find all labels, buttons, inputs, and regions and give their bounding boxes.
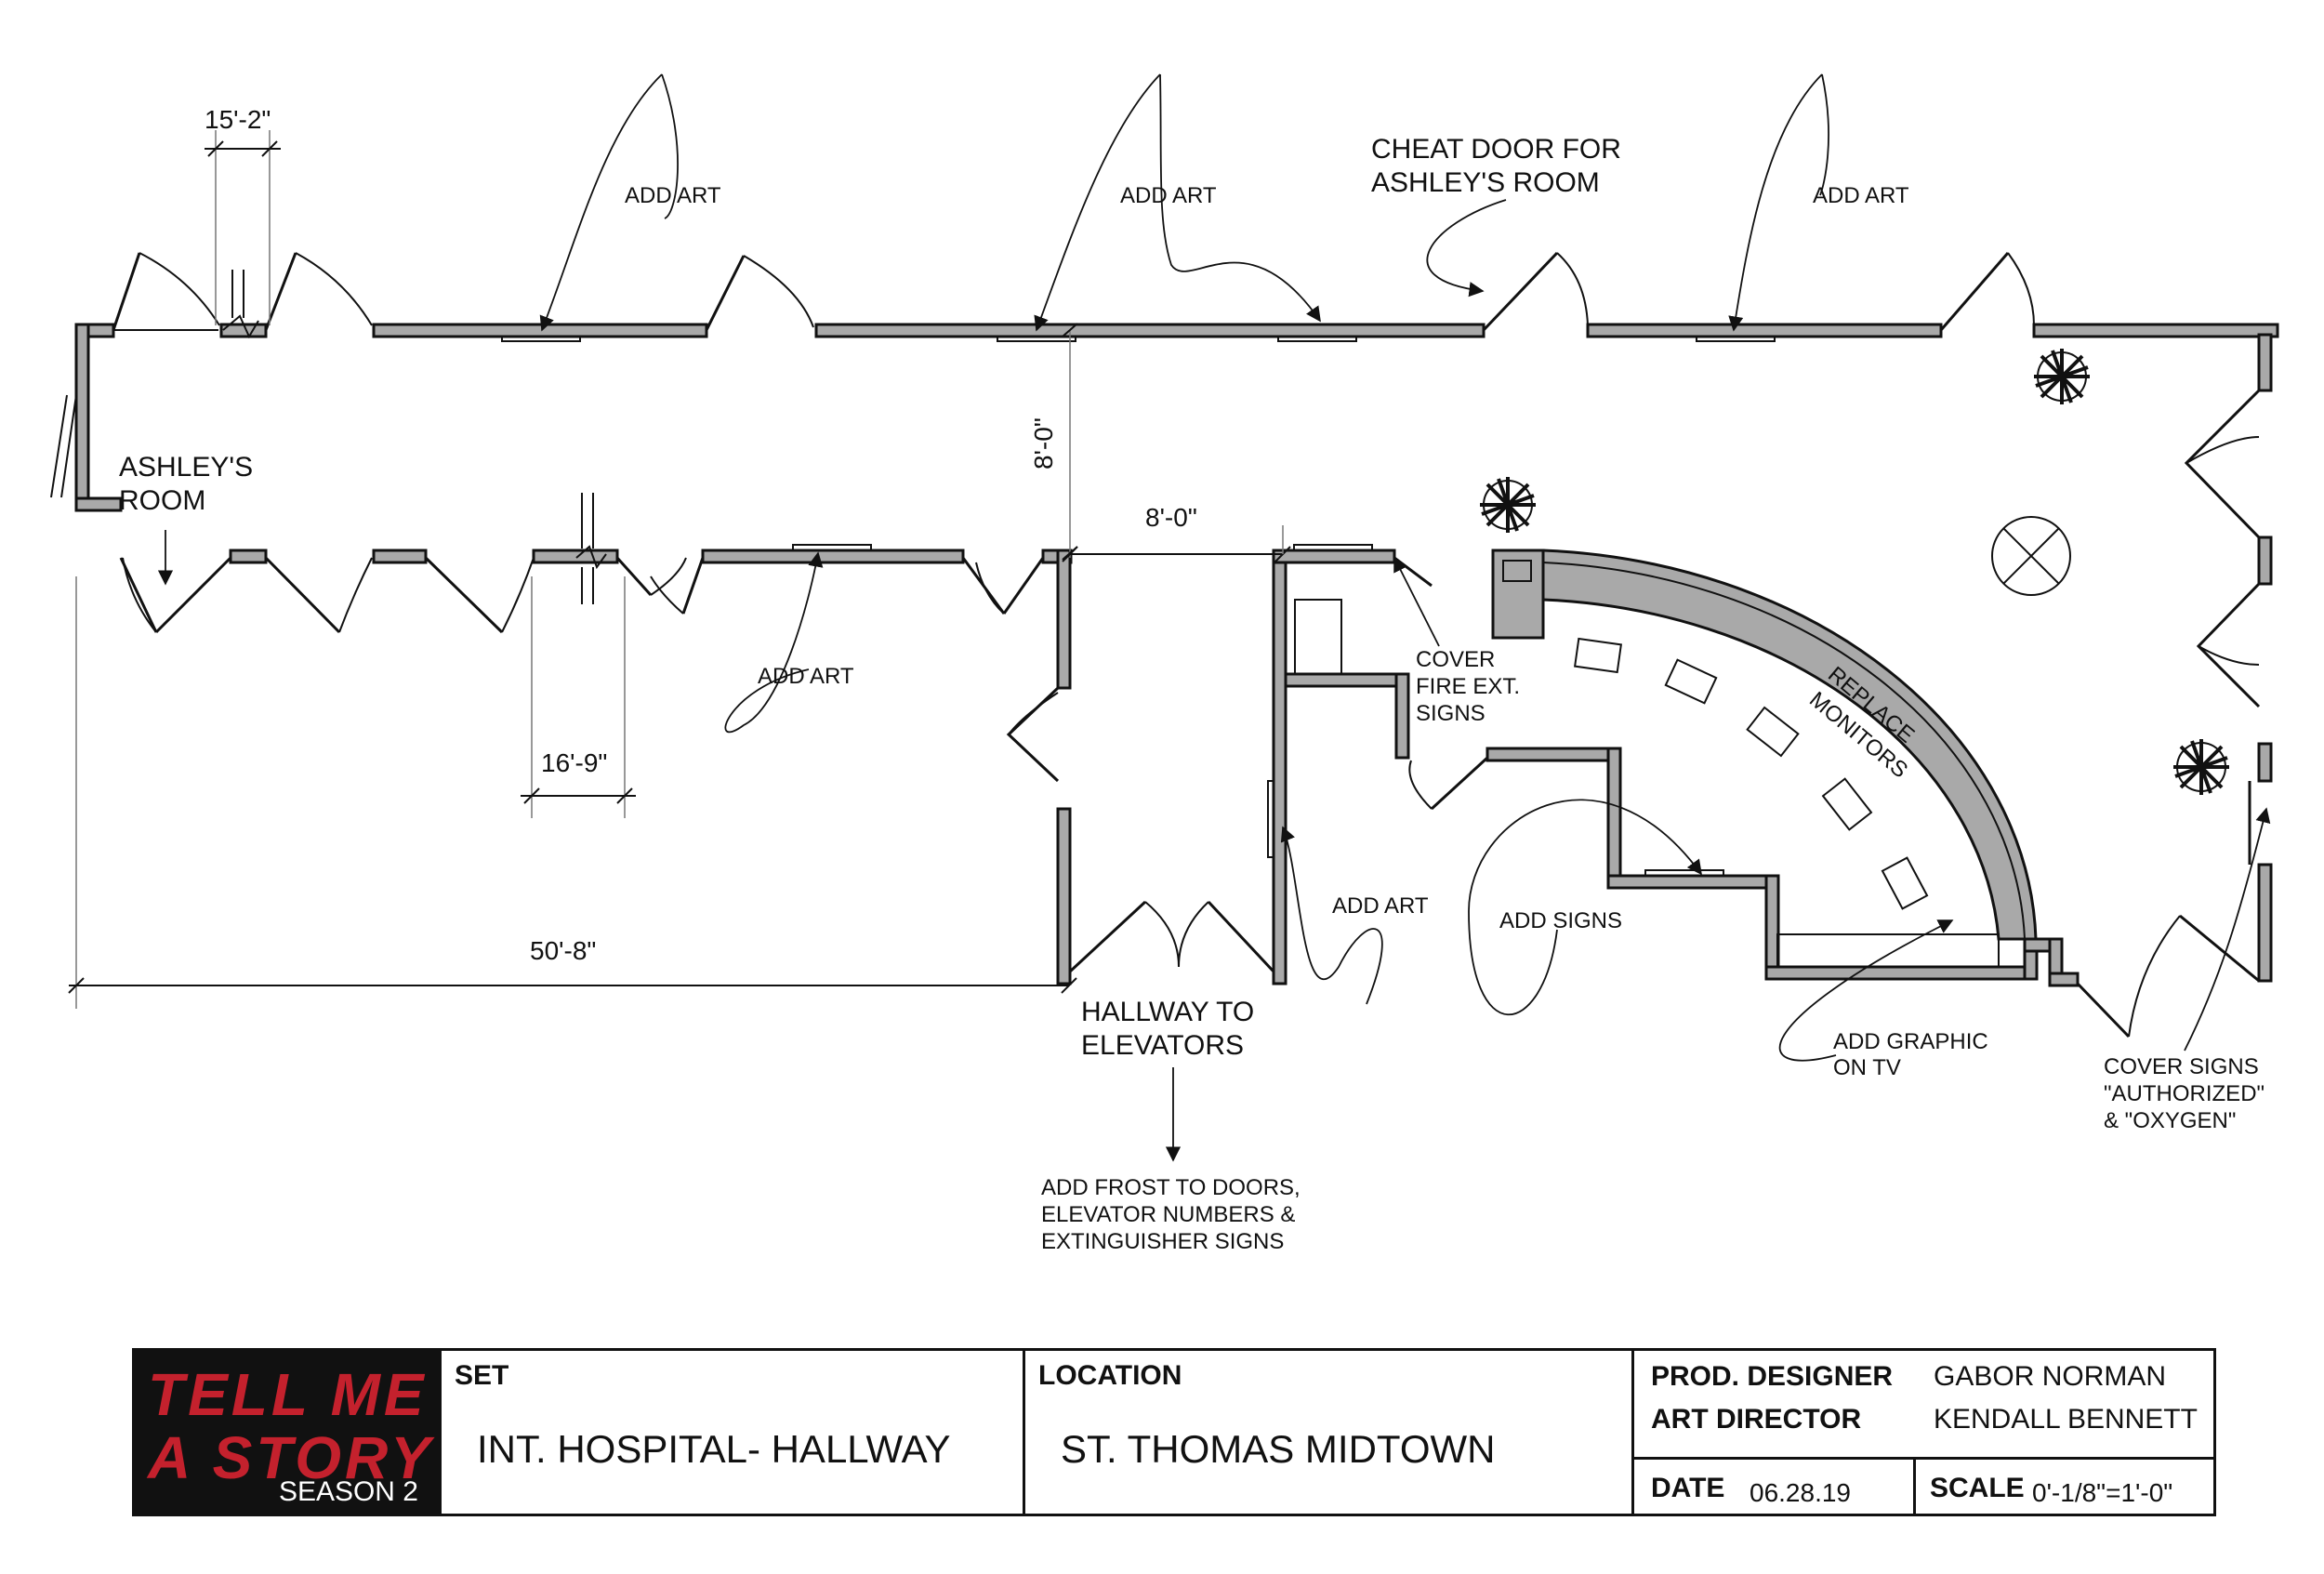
add-art-label: ADD ART (1332, 893, 1429, 919)
scale-value: 0'-1/8"=1'-0" (2032, 1478, 2173, 1507)
show-logo: TELL ME A STORY SEASON 2 (135, 1351, 442, 1514)
ashleys-room-label: ASHLEY'S (119, 452, 253, 483)
dimension-label: 8'-0" (1029, 417, 1058, 470)
plant-icon (1480, 477, 1536, 533)
logo-line-2: A STORY (148, 1424, 434, 1491)
add-art-label: ADD ART (758, 664, 854, 689)
plant-icon (2173, 739, 2229, 795)
corridor-bottom-wall (229, 544, 1073, 564)
cover-fire-label: SIGNS (1416, 701, 1486, 726)
elevator-hallway-walls (1006, 544, 1396, 985)
corridor-top-doors (112, 251, 2035, 339)
add-frost-label: EXTINGUISHER SIGNS (1041, 1229, 1284, 1254)
leader-lines (157, 73, 2271, 1162)
plant-icon (2034, 349, 2090, 404)
add-frost-label: ELEVATOR NUMBERS & (1041, 1202, 1295, 1227)
scale-label: SCALE (1930, 1473, 2025, 1503)
ashleys-room-label: ROOM (119, 485, 205, 516)
scale-cell: SCALE 0'-1/8"=1'-0" (1913, 1460, 2213, 1514)
cover-signs-label: COVER SIGNS (2104, 1054, 2259, 1079)
add-graphic-label: ADD GRAPHIC (1833, 1029, 1988, 1054)
date-scale-row: DATE 06.28.19 SCALE 0'-1/8"=1'-0" (1634, 1457, 2213, 1514)
cheat-door-label: CHEAT DOOR FOR (1371, 134, 1621, 165)
credits-cell: PROD. DESIGNER GABOR NORMAN ART DIRECTOR… (1634, 1351, 2213, 1514)
dimension-label: 50'-8" (530, 936, 596, 965)
cover-signs-label: & "OXYGEN" (2104, 1108, 2236, 1133)
dimension-lines (68, 130, 1291, 1009)
cover-signs-label: "AUTHORIZED" (2104, 1081, 2265, 1106)
add-art-label: ADD ART (1813, 183, 1909, 208)
dimension-label: 16'-9" (541, 748, 607, 777)
add-frost-label: ADD FROST TO DOORS, (1041, 1175, 1301, 1200)
logo-season: SEASON 2 (278, 1476, 418, 1507)
hallway-label: ELEVATORS (1081, 1030, 1244, 1061)
add-graphic-label: ON TV (1833, 1055, 1901, 1080)
location-heading: LOCATION (1038, 1360, 1182, 1391)
art-director-value: KENDALL BENNETT (1934, 1404, 2198, 1435)
location-value: ST. THOMAS MIDTOWN (1061, 1427, 1496, 1471)
date-value: 06.28.19 (1750, 1478, 1851, 1507)
date-label: DATE (1651, 1473, 1725, 1503)
dimension-label: 15'-2" (205, 105, 271, 134)
title-block: TELL ME A STORY SEASON 2 SET INT. HOSPIT… (132, 1348, 2216, 1516)
add-art-label: ADD ART (1120, 183, 1217, 208)
cover-fire-label: FIRE EXT. (1416, 674, 1520, 699)
location-cell: LOCATION ST. THOMAS MIDTOWN (1025, 1351, 1634, 1514)
set-cell: SET INT. HOSPITAL- HALLWAY (442, 1351, 1025, 1514)
art-director-label: ART DIRECTOR (1651, 1404, 1862, 1435)
prod-designer-label: PROD. DESIGNER (1651, 1361, 1894, 1392)
add-art-label: ADD ART (625, 183, 721, 208)
add-signs-label: ADD SIGNS (1499, 908, 1622, 933)
floor-plan: ASHLEY'S ROOM ADD ART ADD ART ADD ART AD… (50, 73, 2279, 1254)
date-cell: DATE 06.28.19 (1634, 1460, 1916, 1514)
set-heading: SET (455, 1360, 509, 1391)
set-value: INT. HOSPITAL- HALLWAY (477, 1427, 951, 1471)
logo-line-1: TELL ME (148, 1361, 428, 1428)
hallway-label: HALLWAY TO (1081, 997, 1254, 1027)
cheat-door-label: ASHLEY'S ROOM (1371, 167, 1600, 198)
cover-fire-label: COVER (1416, 647, 1495, 672)
nurses-station-walls (1284, 549, 2064, 987)
corridor-top-wall (74, 323, 2279, 342)
right-room-walls (1991, 333, 2273, 1038)
ashleys-room-walls (50, 323, 123, 512)
plan-labels: ASHLEY'S ROOM ADD ART ADD ART ADD ART AD… (119, 105, 2265, 1254)
dimension-label: 8'-0" (1145, 503, 1197, 532)
corridor-bottom-doors (119, 493, 1045, 634)
prod-designer-value: GABOR NORMAN (1934, 1361, 2167, 1392)
